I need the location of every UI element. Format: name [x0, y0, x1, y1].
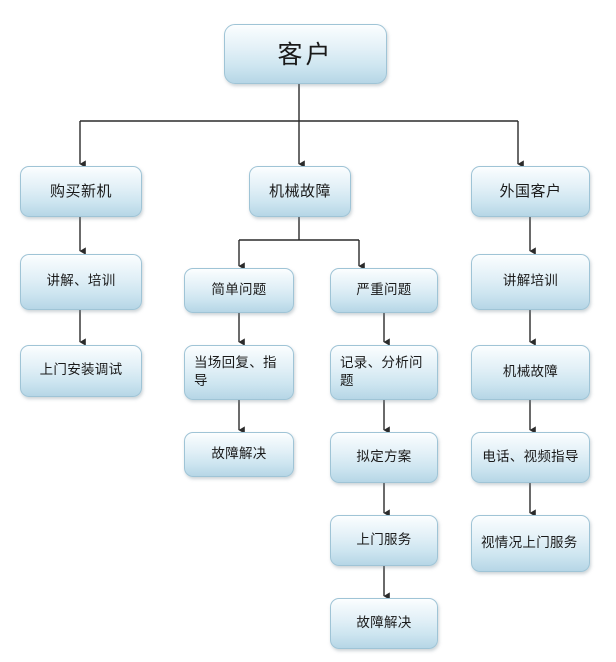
node-record-analyze-issue-label: 记录、分析问题	[340, 354, 423, 389]
node-mechanical-fault-foreign-label: 机械故障	[502, 363, 559, 380]
node-fault-solved-simple-label: 故障解决	[211, 445, 267, 462]
node-foreign-customer[interactable]: 外国客户	[471, 166, 590, 217]
node-foreign-customer-label: 外国客户	[499, 181, 562, 200]
node-conditional-onsite-service-label: 视情况上门服务	[481, 534, 578, 551]
node-severe-issue[interactable]: 严重问题	[330, 268, 438, 313]
node-buy-new-machine[interactable]: 购买新机	[20, 166, 142, 217]
node-explain-training-label: 讲解、培训	[46, 273, 116, 290]
node-customer-label: 客户	[277, 39, 334, 69]
node-fault-solved-simple[interactable]: 故障解决	[184, 432, 294, 477]
node-phone-video-guidance-label: 电话、视频指导	[482, 448, 579, 465]
node-fault-solved-severe[interactable]: 故障解决	[330, 598, 438, 649]
node-onsite-service-label: 上门服务	[356, 531, 412, 548]
node-mechanical-fault-foreign[interactable]: 机械故障	[471, 345, 590, 400]
node-explain-training-foreign-label: 讲解培训	[502, 273, 559, 290]
node-mechanical-fault-label: 机械故障	[268, 181, 331, 200]
node-phone-video-guidance[interactable]: 电话、视频指导	[471, 432, 590, 483]
node-draft-plan-label: 拟定方案	[356, 448, 412, 465]
node-mechanical-fault[interactable]: 机械故障	[249, 166, 351, 217]
node-simple-issue[interactable]: 简单问题	[184, 268, 294, 313]
node-onsite-install-debug-label: 上门安装调试	[39, 362, 123, 379]
node-draft-plan[interactable]: 拟定方案	[330, 432, 438, 483]
node-explain-training[interactable]: 讲解、培训	[20, 254, 142, 310]
node-conditional-onsite-service[interactable]: 视情况上门服务	[471, 515, 590, 572]
node-explain-training-foreign[interactable]: 讲解培训	[471, 254, 590, 310]
node-customer[interactable]: 客户	[224, 24, 387, 84]
node-immediate-reply-guidance-label: 当场回复、指导	[194, 354, 277, 389]
node-record-analyze-issue[interactable]: 记录、分析问题	[330, 345, 438, 400]
node-immediate-reply-guidance[interactable]: 当场回复、指导	[184, 345, 294, 400]
node-onsite-service[interactable]: 上门服务	[330, 515, 438, 566]
node-buy-new-machine-label: 购买新机	[49, 181, 112, 200]
node-simple-issue-label: 简单问题	[211, 281, 267, 298]
node-onsite-install-debug[interactable]: 上门安装调试	[20, 345, 142, 397]
node-fault-solved-severe-label: 故障解决	[356, 614, 412, 631]
node-severe-issue-label: 严重问题	[356, 281, 412, 298]
